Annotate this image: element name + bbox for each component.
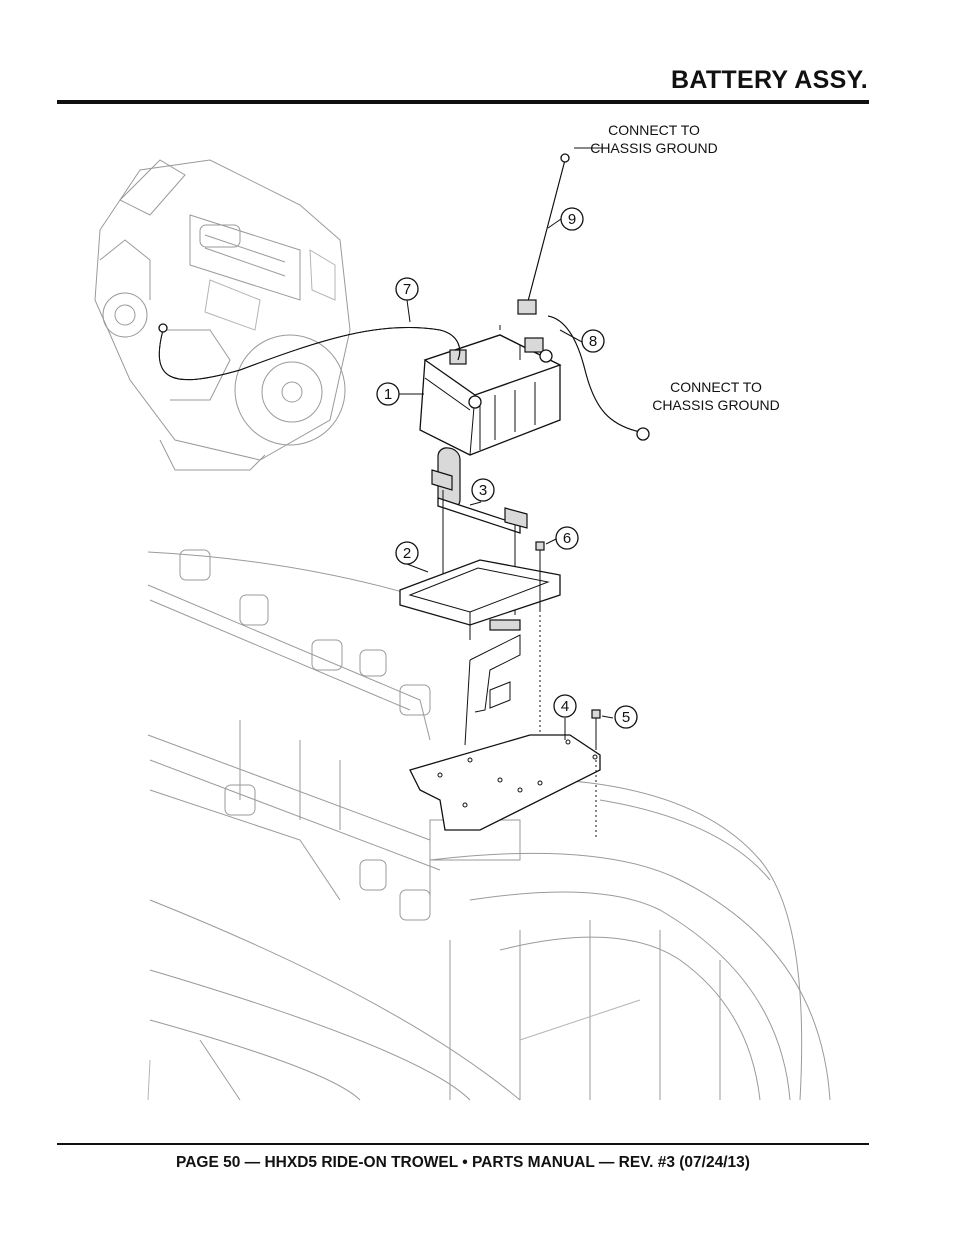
callout-leaders xyxy=(398,147,614,740)
callout-6: 6 xyxy=(555,526,579,550)
callout-1: 1 xyxy=(376,382,400,406)
mounting-plate xyxy=(409,634,601,831)
callout-3: 3 xyxy=(471,478,495,502)
ground-note-right-line2: CHASSIS GROUND xyxy=(652,397,780,413)
cable-8-inner xyxy=(547,315,641,433)
cable-7-inner xyxy=(158,326,461,381)
svg-text:5: 5 xyxy=(622,709,630,726)
footer-rule xyxy=(57,1143,869,1145)
page-title: BATTERY ASSY. xyxy=(671,66,868,94)
cable-8-ring-terminal xyxy=(636,427,650,441)
cable-7 xyxy=(158,326,461,381)
page-footer: PAGE 50 — HHXD5 RIDE-ON TROWEL • PARTS M… xyxy=(176,1154,750,1171)
ground-note-right-line1: CONNECT TO xyxy=(670,379,762,395)
cable-7-terminal xyxy=(158,323,168,333)
ground-note-top-line2: CHASSIS GROUND xyxy=(590,140,718,156)
engine-ghost xyxy=(94,159,351,471)
strap-9-clamp xyxy=(517,299,537,315)
svg-text:4: 4 xyxy=(561,698,569,715)
chassis-frame-ghost xyxy=(147,549,831,1101)
svg-text:1: 1 xyxy=(384,386,392,403)
svg-text:9: 9 xyxy=(568,211,576,228)
svg-text:3: 3 xyxy=(479,482,487,499)
battery-hold-down xyxy=(431,469,528,615)
ground-strap-9-inner xyxy=(526,159,566,306)
callout-2: 2 xyxy=(395,541,419,565)
bolt-5 xyxy=(591,709,601,840)
svg-text:8: 8 xyxy=(589,333,597,350)
callout-9: 9 xyxy=(560,207,584,231)
callout-7: 7 xyxy=(395,277,419,301)
callout-5: 5 xyxy=(614,705,638,729)
svg-text:6: 6 xyxy=(563,530,571,547)
header-rule xyxy=(57,100,869,104)
ground-note-top-line1: CONNECT TO xyxy=(608,122,700,138)
svg-text:7: 7 xyxy=(403,281,411,298)
strap-9-terminal xyxy=(560,153,570,163)
callout-4: 4 xyxy=(553,694,577,718)
callout-8: 8 xyxy=(581,329,605,353)
battery-tray xyxy=(399,559,561,640)
svg-text:2: 2 xyxy=(403,545,411,562)
